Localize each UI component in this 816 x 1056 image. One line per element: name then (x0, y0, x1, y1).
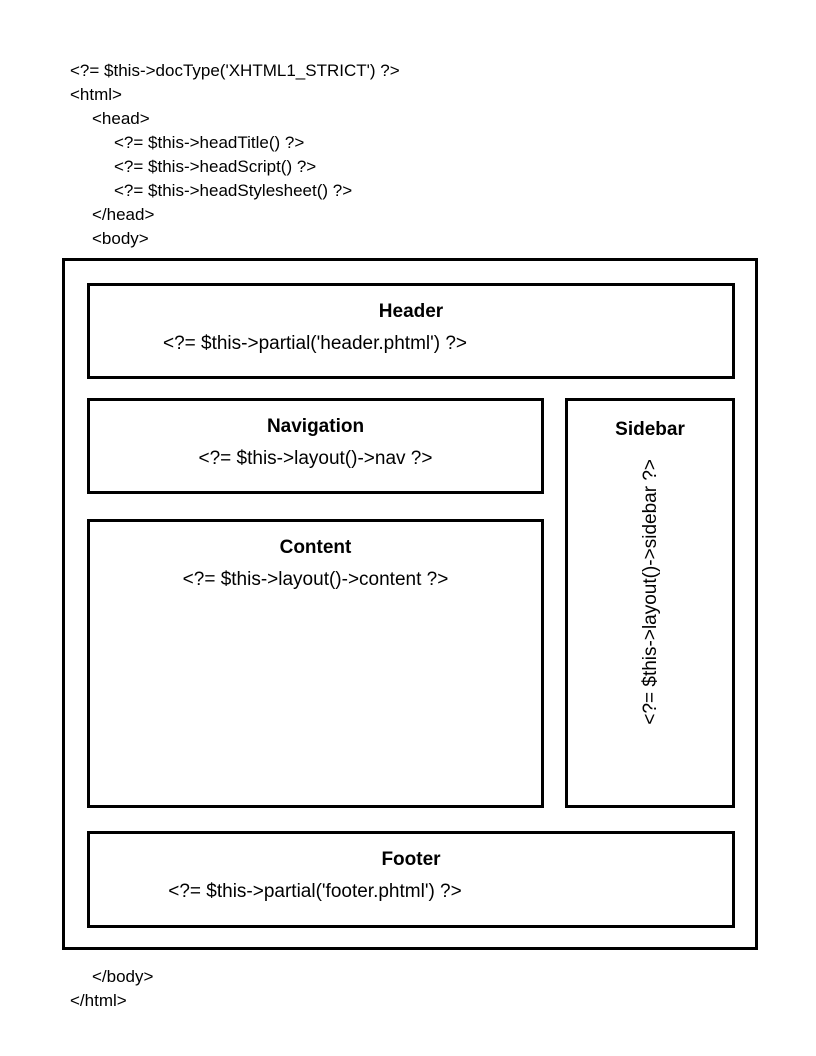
region-navigation: Navigation <?= $this->layout()->nav ?> (87, 398, 544, 494)
region-header: Header <?= $this->partial('header.phtml'… (87, 283, 735, 379)
code-line-html-open: <html> (70, 85, 122, 104)
code-line-body-open: <body> (92, 229, 149, 248)
code-line-headtitle: <?= $this->headTitle() ?> (114, 133, 305, 152)
region-navigation-title: Navigation (266, 416, 365, 437)
region-content-title: Content (279, 537, 352, 558)
region-sidebar-code-wrap: <?= $this->layout()->sidebar ?> (568, 459, 732, 799)
region-content-code: <?= $this->layout()->content ?> (182, 569, 449, 590)
code-line-head-open: <head> (92, 109, 150, 128)
code-line-doctype: <?= $this->docType('XHTML1_STRICT') ?> (70, 61, 400, 80)
code-line-head-close: </head> (92, 205, 155, 224)
region-content: Content <?= $this->layout()->content ?> (87, 519, 544, 808)
region-sidebar-title: Sidebar (615, 419, 685, 440)
region-sidebar: Sidebar <?= $this->layout()->sidebar ?> (565, 398, 735, 808)
code-line-headscript: <?= $this->headScript() ?> (114, 157, 317, 176)
code-line-headstylesheet: <?= $this->headStylesheet() ?> (114, 181, 353, 200)
code-line-html-close: </html> (70, 991, 127, 1010)
region-header-title: Header (378, 301, 444, 322)
region-header-code: <?= $this->partial('header.phtml') ?> (162, 333, 468, 354)
region-footer: Footer <?= $this->partial('footer.phtml'… (87, 831, 735, 928)
region-footer-code: <?= $this->partial('footer.phtml') ?> (168, 881, 462, 902)
region-footer-title: Footer (381, 849, 441, 870)
region-navigation-code: <?= $this->layout()->nav ?> (198, 448, 433, 469)
code-line-body-close: </body> (92, 967, 154, 986)
region-sidebar-code: <?= $this->layout()->sidebar ?> (639, 459, 661, 725)
